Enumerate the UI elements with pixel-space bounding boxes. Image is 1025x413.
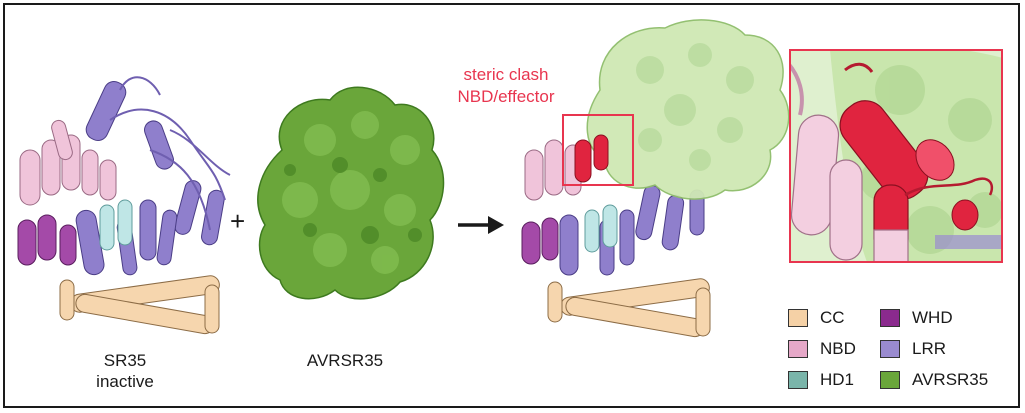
legend-swatch xyxy=(788,340,808,358)
sr35-inactive-structure xyxy=(17,76,231,335)
avrsr35-label: AVRSR35 xyxy=(306,351,384,370)
steric-clash-label: steric clash NBD/effector xyxy=(457,65,555,106)
zoom-inset xyxy=(789,49,1003,263)
lrr-loops xyxy=(109,76,231,231)
clash-highlight-box xyxy=(562,114,634,186)
legend-swatch xyxy=(880,309,900,327)
whd-domain xyxy=(17,214,77,266)
legend-swatch xyxy=(788,309,808,327)
legend-item-nbd: NBD xyxy=(788,337,856,361)
legend-item-avrsr35: AVRSR35 xyxy=(880,368,988,392)
legend-item-hd1: HD1 xyxy=(788,368,854,392)
legend-item-whd: WHD xyxy=(880,306,953,330)
legend-swatch xyxy=(788,371,808,389)
legend-swatch xyxy=(880,371,900,389)
legend-item-lrr: LRR xyxy=(880,337,946,361)
sr35-label: SR35 inactive xyxy=(96,351,154,391)
hd1-domain xyxy=(99,199,133,251)
legend-swatch xyxy=(880,340,900,358)
plus-sign: + xyxy=(230,206,246,236)
legend-item-cc: CC xyxy=(788,306,845,330)
nbd-domain xyxy=(19,119,117,206)
sr35-effector-complex xyxy=(521,19,790,338)
cc-domain xyxy=(59,275,220,335)
avrsr35-surface xyxy=(257,86,445,300)
arrow-icon xyxy=(458,216,504,234)
